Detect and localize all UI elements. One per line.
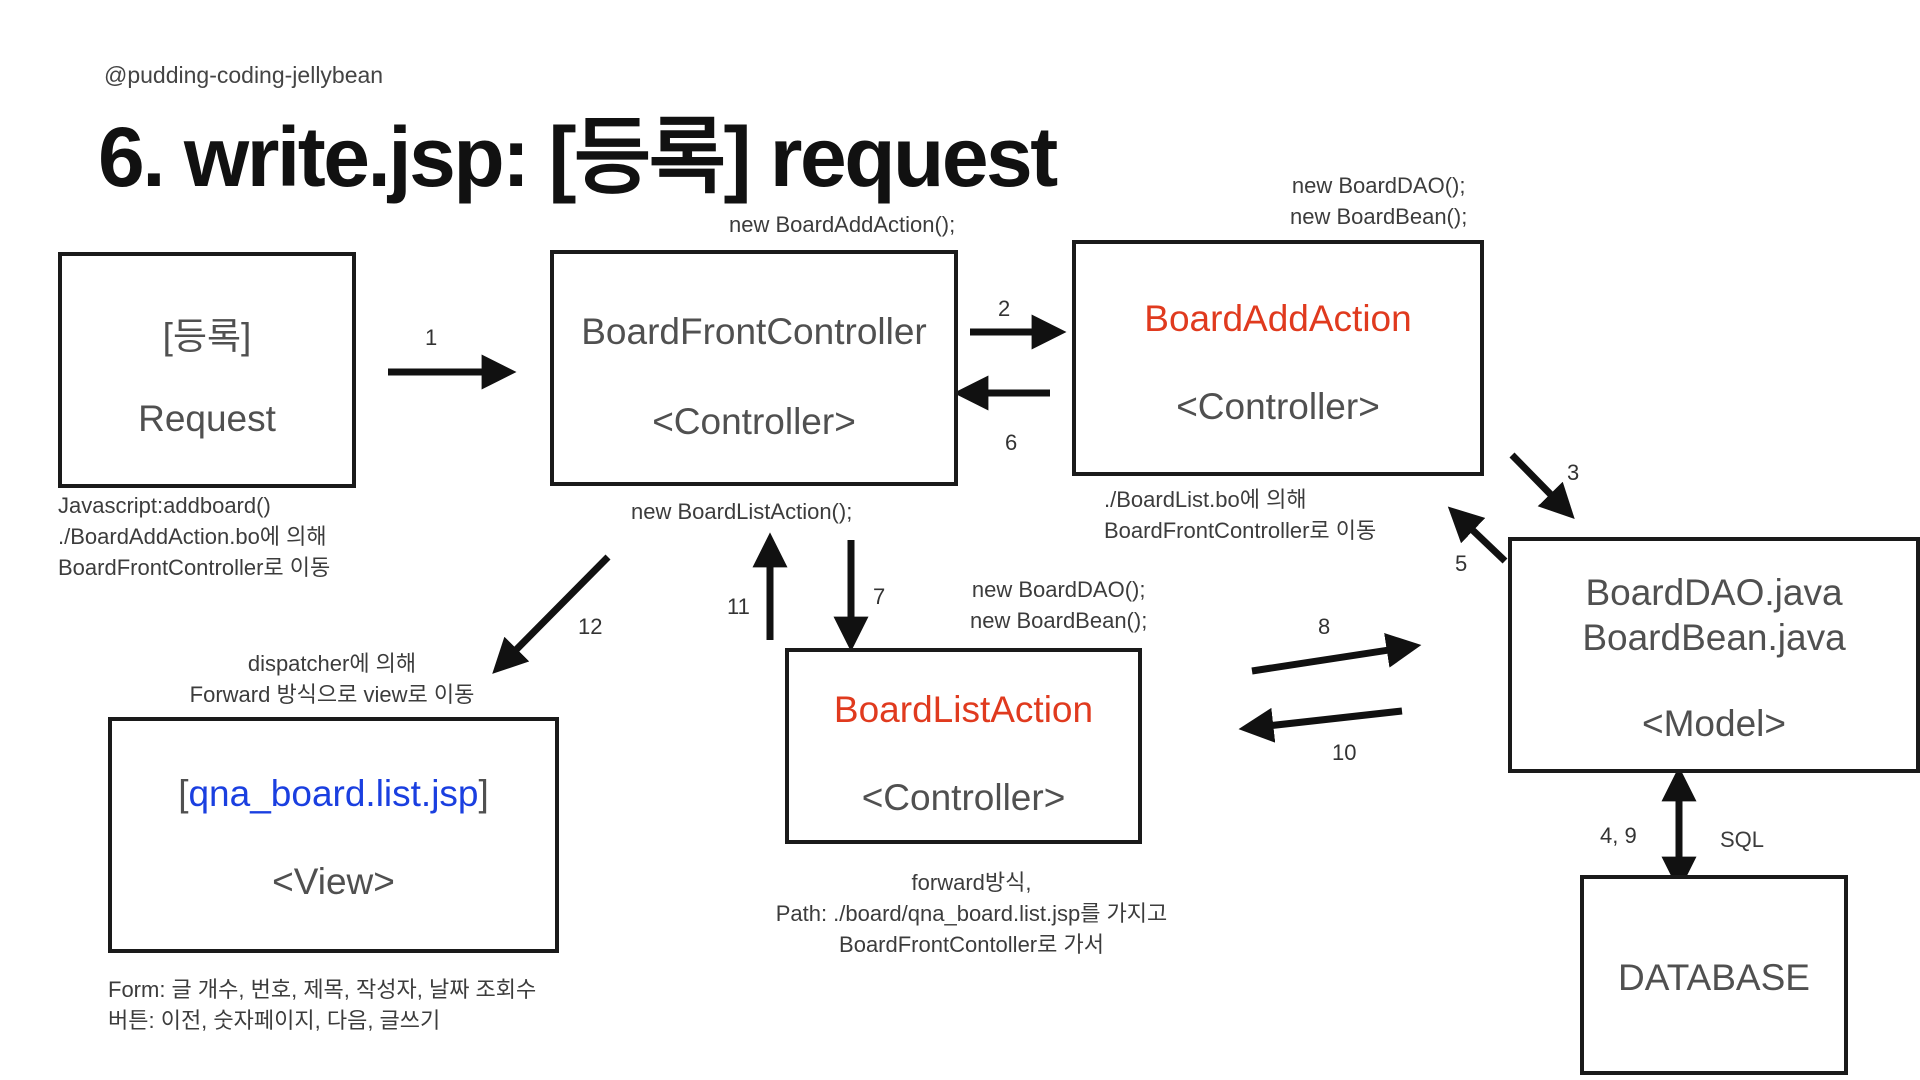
view-note: Form: 글 개수, 번호, 제목, 작성자, 날짜 조회수 버튼: 이전, … <box>108 974 536 1036</box>
page-title: 6. write.jsp: [등록] request <box>98 110 1058 204</box>
add-action-title: BoardAddAction <box>1144 298 1412 339</box>
arrow-label-10: 10 <box>1332 740 1357 765</box>
front-controller-stereotype: <Controller> <box>652 401 856 442</box>
list-action-top-note-line: new BoardDAO(); <box>971 577 1146 602</box>
arrow-label-12: 12 <box>578 614 603 639</box>
arrow-label-4-9: 4, 9 <box>1600 823 1637 848</box>
arrow-label-3: 3 <box>1567 460 1580 485</box>
request-box-label: Request <box>138 398 276 439</box>
request-box: [등록] Request <box>58 252 356 488</box>
arrow-label-11: 11 <box>727 594 750 619</box>
view-box-title: [qna_board.list.jsp] <box>112 773 555 815</box>
arrow-10 <box>1238 707 1403 743</box>
view-note-line: Form: 글 개수, 번호, 제목, 작성자, 날짜 조회수 <box>108 977 537 1002</box>
arrow-label-1: 1 <box>425 325 438 350</box>
arrow-8 <box>1251 633 1422 675</box>
view-box: [qna_board.list.jsp] <View> <box>108 717 559 953</box>
add-action-box: BoardAddAction <Controller> <box>1072 240 1484 476</box>
front-controller-title: BoardFrontController <box>581 311 927 352</box>
request-note: Javascript:addboard() ./BoardAddAction.b… <box>58 490 330 583</box>
add-action-bottom-note-line: ./BoardList.bo에 의해 <box>1104 487 1307 512</box>
sql-label: SQL <box>1720 827 1765 852</box>
dispatcher-note: dispatcher에 의해 Forward 방식으로 view로 이동 <box>172 648 492 710</box>
database-label: DATABASE <box>1618 957 1810 998</box>
add-action-bottom-note-line: BoardFrontController로 이동 <box>1104 518 1377 543</box>
database-box: DATABASE <box>1580 875 1848 1075</box>
add-action-top-note-line: new BoardBean(); <box>1290 204 1468 229</box>
arrow-label-7: 7 <box>873 584 886 609</box>
model-dao-label: BoardDAO.java <box>1585 572 1843 613</box>
list-action-bottom-note: forward방식, Path: ./board/qna_board.list.… <box>758 867 1185 960</box>
view-jsp-link: qna_board.list.jsp <box>188 773 479 814</box>
dispatcher-note-line: Forward 방식으로 view로 이동 <box>189 682 475 707</box>
model-bean-label: BoardBean.java <box>1582 617 1846 658</box>
model-stereotype: <Model> <box>1642 703 1786 744</box>
front-controller-top-note: new BoardAddAction(); <box>729 212 956 237</box>
list-action-top-note: new BoardDAO(); new BoardBean(); <box>970 574 1147 636</box>
author-handle: @pudding-coding-jellybean <box>104 62 384 88</box>
arrow-label-6: 6 <box>1005 430 1018 455</box>
front-controller-box: BoardFrontController <Controller> <box>550 250 958 486</box>
list-action-bottom-note-line: forward방식, <box>911 870 1032 895</box>
list-action-bottom-note-line: BoardFrontContoller로 가서 <box>839 932 1104 957</box>
view-stereotype: <View> <box>272 861 395 902</box>
arrow-5 <box>1447 506 1508 564</box>
arrow-12 <box>492 554 611 674</box>
add-action-bottom-note: ./BoardList.bo에 의해 BoardFrontController로… <box>1104 484 1376 546</box>
arrow-3 <box>1509 452 1575 519</box>
request-note-line: ./BoardAddAction.bo에 의해 <box>58 524 327 549</box>
model-box: BoardDAO.java BoardBean.java <Model> <box>1508 537 1920 773</box>
add-action-stereotype: <Controller> <box>1176 386 1380 427</box>
list-action-box: BoardListAction <Controller> <box>785 648 1142 844</box>
list-action-title: BoardListAction <box>833 689 1094 730</box>
add-action-top-note: new BoardDAO(); new BoardBean(); <box>1290 170 1467 232</box>
arrow-label-5: 5 <box>1455 551 1468 576</box>
front-controller-bottom-note: new BoardListAction(); <box>631 499 853 524</box>
dispatcher-note-line: dispatcher에 의해 <box>247 651 417 676</box>
arrow-label-8: 8 <box>1318 614 1331 639</box>
request-note-line: Javascript:addboard() <box>58 493 271 518</box>
view-bracket-close: ] <box>478 773 489 814</box>
arrow-label-2: 2 <box>998 296 1011 321</box>
view-note-line: 버튼: 이전, 숫자페이지, 다음, 글쓰기 <box>108 1008 441 1033</box>
request-box-title: [등록] <box>162 316 252 357</box>
request-note-line: BoardFrontController로 이동 <box>58 555 331 580</box>
view-bracket-open: [ <box>178 773 189 814</box>
list-action-top-note-line: new BoardBean(); <box>970 608 1148 633</box>
list-action-bottom-note-line: Path: ./board/qna_board.list.jsp를 가지고 <box>775 901 1168 926</box>
add-action-top-note-line: new BoardDAO(); <box>1291 173 1466 198</box>
list-action-stereotype: <Controller> <box>861 777 1066 818</box>
